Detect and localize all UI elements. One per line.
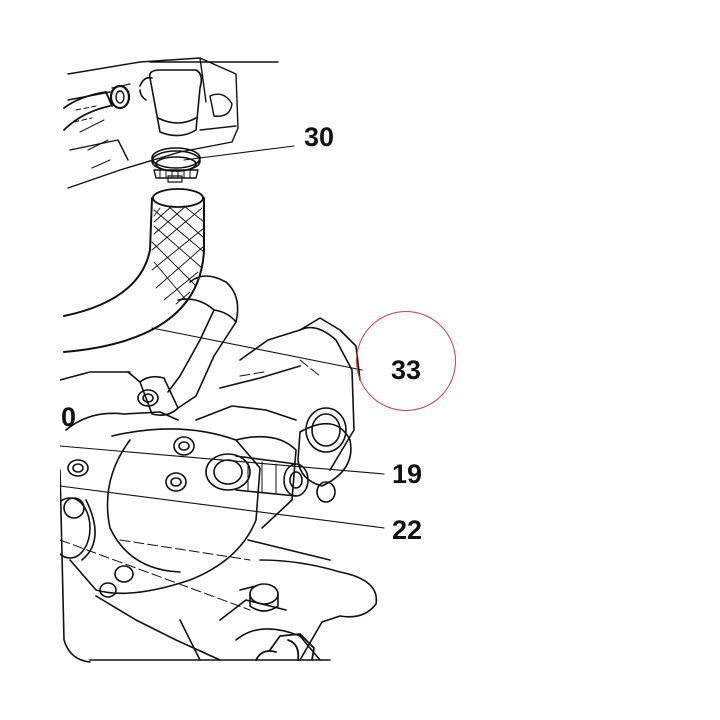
leader-line-19 [59, 445, 385, 475]
leader-line-30 [183, 145, 295, 161]
leader-line-22 [59, 485, 385, 529]
mounting-bosses [63, 389, 336, 598]
left-crop-mask [0, 0, 60, 720]
callout-22: 22 [392, 515, 423, 545]
leader-line-33 [151, 327, 363, 371]
callout-33: 33 [391, 355, 422, 385]
coolant-hose-33 [63, 188, 205, 353]
lower-stud [239, 583, 279, 612]
upper-hose-left [63, 83, 131, 131]
upper-bracket [67, 57, 279, 189]
leader-lines [59, 145, 385, 529]
callout-30: 30 [304, 122, 335, 152]
callout-19: 19 [392, 459, 423, 489]
bottom-nut [255, 633, 315, 661]
highlight-circle-33 [356, 311, 456, 411]
pump-inlet-elbow [127, 275, 239, 416]
hidden-lines [59, 359, 321, 611]
engine-housing [59, 317, 378, 663]
block-outlet-spigot [139, 69, 203, 137]
